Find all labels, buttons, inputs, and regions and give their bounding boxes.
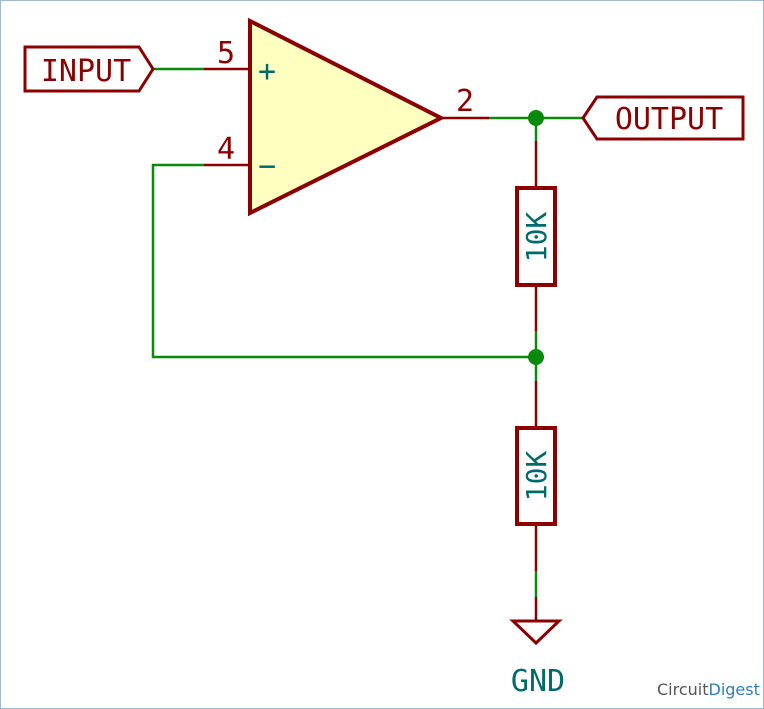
opamp-triangle bbox=[248, 17, 446, 217]
opamp-minus-sign: − bbox=[258, 149, 276, 184]
ground-symbol bbox=[509, 619, 563, 646]
logo-text-digest: Digest bbox=[709, 680, 760, 699]
logo-text-circuit: Circuit bbox=[657, 680, 709, 699]
resistor-1-body bbox=[515, 186, 557, 287]
junction-output bbox=[528, 110, 544, 126]
pin-number-4: 4 bbox=[217, 132, 235, 167]
pin-stubs bbox=[204, 67, 538, 621]
output-label-shape bbox=[581, 95, 745, 141]
resistor-2-value: 10K bbox=[520, 451, 553, 502]
junction-feedback bbox=[528, 349, 544, 365]
resistor-2-body bbox=[515, 426, 557, 526]
circuitdigest-logo: CircuitDigest bbox=[657, 680, 760, 699]
pin-number-5: 5 bbox=[217, 36, 235, 71]
svg-text:CircuitDigest: CircuitDigest bbox=[657, 680, 760, 699]
output-label-text: OUTPUT bbox=[615, 102, 723, 137]
opamp-plus-sign: + bbox=[258, 54, 276, 89]
pin-number-2: 2 bbox=[456, 84, 474, 119]
input-label-shape bbox=[23, 45, 155, 93]
ground-label: GND bbox=[511, 664, 565, 699]
wire-feedback bbox=[151, 163, 536, 359]
resistor-1-value: 10K bbox=[520, 212, 553, 263]
input-label-text: INPUT bbox=[41, 54, 131, 89]
